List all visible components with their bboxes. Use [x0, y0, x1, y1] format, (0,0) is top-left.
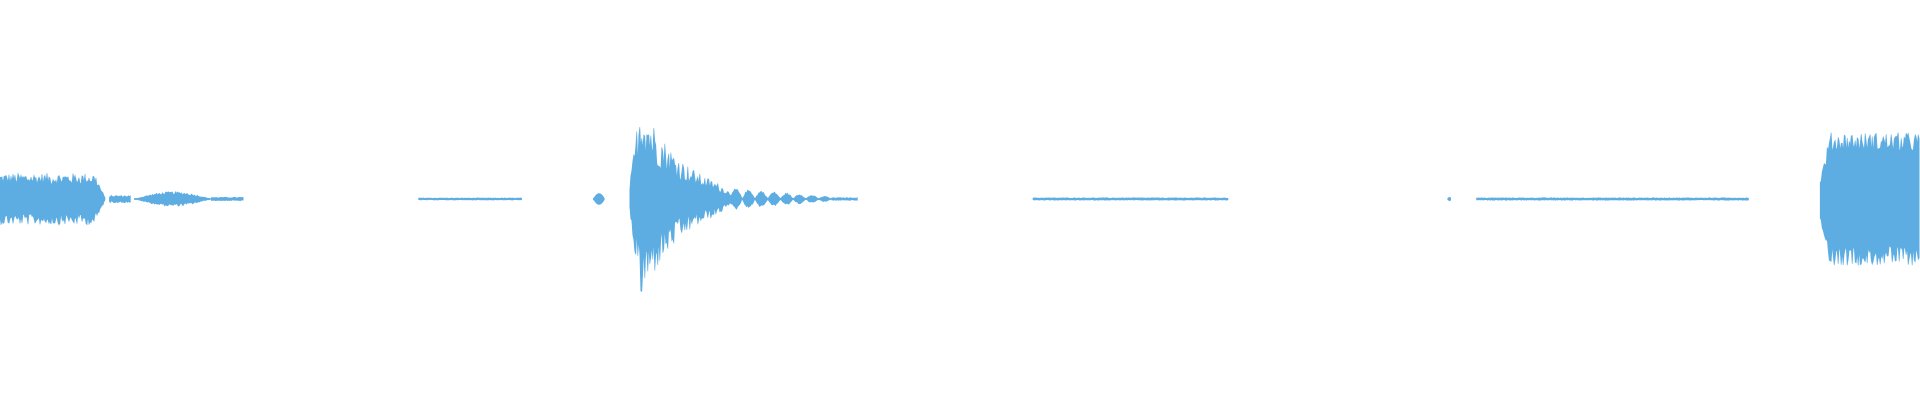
- waveform-segment-11: [1476, 197, 1749, 201]
- waveform-segment-5: [593, 193, 605, 205]
- waveform-segment-4: [418, 197, 522, 201]
- waveform-segment-8: [831, 197, 858, 201]
- waveform-segment-10: [1447, 196, 1451, 202]
- waveform-segment-1: [109, 194, 131, 204]
- waveform-segment-9: [1032, 197, 1229, 201]
- waveform-segment-2: [134, 191, 211, 207]
- waveform-segment-6: [629, 126, 740, 292]
- waveform-segment-0: [0, 172, 106, 226]
- waveform-segment-12: [1819, 132, 1920, 266]
- waveform-segment-7: [729, 188, 831, 210]
- waveform-segment-3: [210, 196, 244, 202]
